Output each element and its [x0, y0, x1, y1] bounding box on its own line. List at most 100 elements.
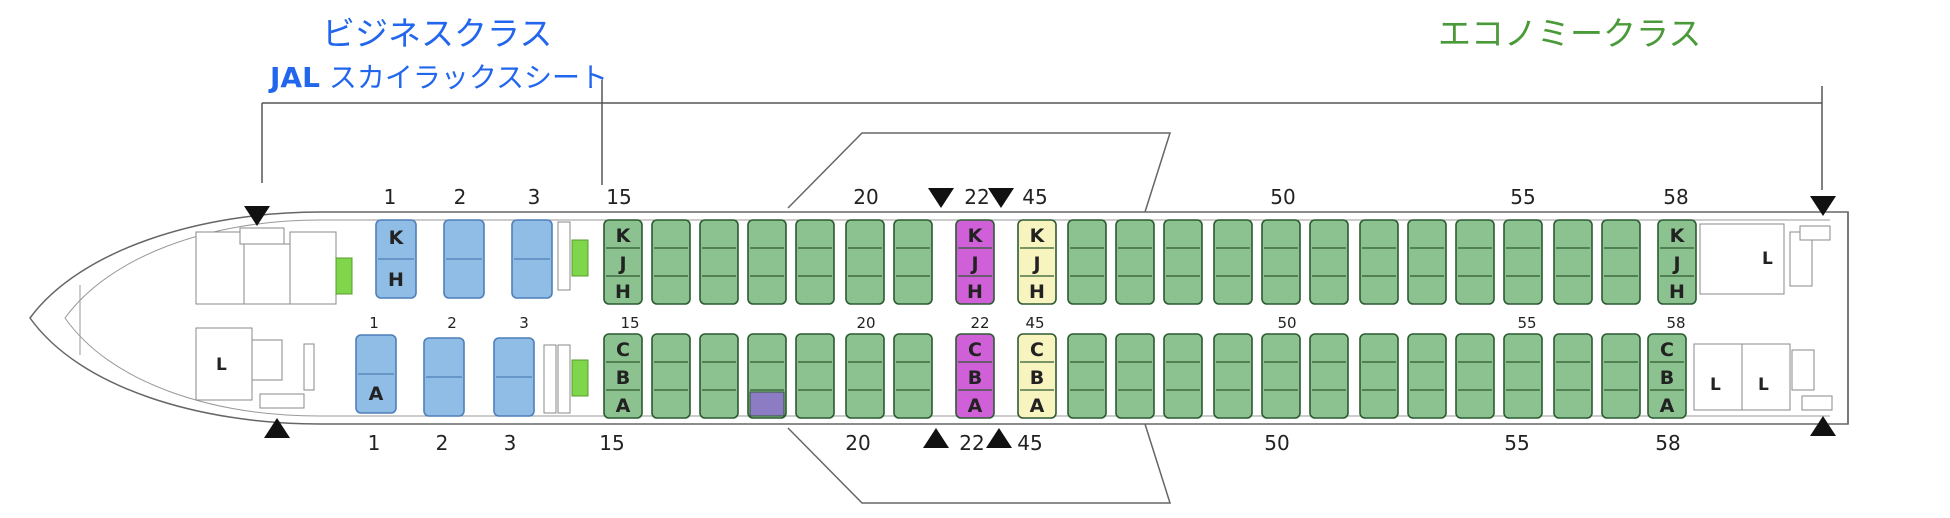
door-arrow-overwing-lower-2: [986, 428, 1012, 448]
row-number-mid-55: 55: [1517, 314, 1536, 332]
row-number-mid-20: 20: [856, 314, 875, 332]
business-seat-letter-k: K: [389, 227, 405, 249]
economy-seat-lower-4[interactable]: [795, 333, 835, 419]
economy-seat-letter-c-7: C: [968, 339, 982, 361]
row-number-bottom-50: 50: [1264, 431, 1289, 455]
economy-seat-lower-10[interactable]: [1115, 333, 1155, 419]
economy-seat-letter-b-7: B: [968, 367, 982, 389]
row-number-top-2: 2: [454, 185, 467, 209]
economy-seat-lower-2[interactable]: [699, 333, 739, 419]
row-number-top-3: 3: [528, 185, 541, 209]
row-number-bottom-20: 20: [845, 431, 870, 455]
row-number-top-45: 45: [1022, 185, 1047, 209]
economy-seat-upper-18[interactable]: [1503, 219, 1543, 305]
bulkhead-upper: [557, 221, 571, 291]
business-seat-product-name: スカイラックスシート: [328, 61, 609, 94]
economy-seat-upper-5[interactable]: [845, 219, 885, 305]
economy-seat-upper-4[interactable]: [795, 219, 835, 305]
economy-seat-lower-8[interactable]: [1017, 333, 1057, 419]
economy-seat-upper-7[interactable]: [955, 219, 995, 305]
row-number-mid-50: 50: [1277, 314, 1296, 332]
economy-seat-upper-21[interactable]: [1657, 219, 1697, 305]
economy-seat-upper-13[interactable]: [1261, 219, 1301, 305]
row-number-top-1: 1: [384, 185, 397, 209]
economy-seat-upper-15[interactable]: [1359, 219, 1399, 305]
row-number-mid-2: 2: [447, 314, 457, 332]
lavatory-label-rear-lower-2: L: [1758, 375, 1769, 395]
business-seat-letter-h: H: [388, 269, 404, 291]
economy-seat-lower-14[interactable]: [1309, 333, 1349, 419]
economy-seat-letter-h-8: H: [1029, 281, 1045, 303]
row-number-top-55: 55: [1510, 185, 1535, 209]
economy-seat-lower-6[interactable]: [893, 333, 933, 419]
economy-seat-upper-0[interactable]: [603, 219, 643, 305]
economy-seat-upper-1[interactable]: [651, 219, 691, 305]
economy-seat-letter-k-21: K: [1670, 225, 1686, 247]
row-number-bottom-3: 3: [504, 431, 517, 455]
economy-seat-letter-b-8: B: [1030, 367, 1044, 389]
economy-seat-lower-17[interactable]: [1455, 333, 1495, 419]
economy-seat-upper-19[interactable]: [1553, 219, 1593, 305]
economy-seat-lower-0[interactable]: [603, 333, 643, 419]
economy-seat-lower-15[interactable]: [1359, 333, 1399, 419]
economy-seat-lower-18[interactable]: [1503, 333, 1543, 419]
row-number-bottom-22: 22: [959, 431, 984, 455]
bulkhead-lower: [543, 344, 557, 414]
bottom-row-numbers: 1 2 3 15 20 22 45 50 55 58: [368, 431, 1681, 455]
economy-seat-upper-2[interactable]: [699, 219, 739, 305]
economy-seat-upper-16[interactable]: [1407, 219, 1447, 305]
economy-seat-upper-8[interactable]: [1017, 219, 1057, 305]
economy-seat-letter-j-21: J: [1671, 253, 1680, 275]
economy-seat-upper-14[interactable]: [1309, 219, 1349, 305]
economy-seat-letter-j-7: J: [969, 253, 978, 275]
economy-seat-lower-21[interactable]: [1647, 333, 1687, 419]
economy-seat-upper-11[interactable]: [1163, 219, 1203, 305]
economy-seat-upper-10[interactable]: [1115, 219, 1155, 305]
economy-seat-letter-k-8: K: [1030, 225, 1046, 247]
middle-row-numbers: 1 2 3 15 20 22 45 50 55 58: [369, 314, 1685, 332]
economy-seat-upper-20[interactable]: [1601, 219, 1641, 305]
economy-seat-letter-h-0: H: [615, 281, 631, 303]
row-number-top-22: 22: [964, 185, 989, 209]
economy-seat-letter-b-21: B: [1660, 367, 1674, 389]
row-number-bottom-45: 45: [1017, 431, 1042, 455]
row-number-mid-15: 15: [620, 314, 639, 332]
economy-seat-upper-3[interactable]: [747, 219, 787, 305]
closet-row3-upper: [571, 239, 589, 277]
economy-seat-letter-a-7: A: [968, 395, 983, 417]
economy-seat-letter-k-0: K: [616, 225, 632, 247]
economy-seat-letter-a-8: A: [1030, 395, 1045, 417]
economy-seat-upper-17[interactable]: [1455, 219, 1495, 305]
front-galley: [195, 227, 337, 409]
business-seat-letter-a: A: [369, 383, 384, 405]
economy-seat-lower-7[interactable]: [955, 333, 995, 419]
rear-galley: [1693, 223, 1833, 411]
lavatory-label-rear-lower-1: L: [1710, 375, 1721, 395]
economy-seat-lower-5[interactable]: [845, 333, 885, 419]
business-class-bracket: [261, 80, 603, 185]
special-seat-purple[interactable]: [749, 391, 785, 417]
top-row-numbers: 1 2 3 15 20 22 45 50 55 58: [384, 185, 1689, 209]
rear-lavatory-labels: L L L: [1710, 249, 1773, 395]
economy-seat-letter-a-0: A: [616, 395, 631, 417]
economy-class-bracket: [602, 86, 1823, 190]
economy-class-title: エコノミークラス: [1438, 14, 1702, 53]
economy-seat-upper-12[interactable]: [1213, 219, 1253, 305]
business-class-title: ビジネスクラス: [322, 14, 553, 53]
door-arrow-overwing-lower-1: [923, 428, 949, 448]
economy-seat-upper-6[interactable]: [893, 219, 933, 305]
economy-seat-lower-20[interactable]: [1601, 333, 1641, 419]
economy-seat-lower-19[interactable]: [1553, 333, 1593, 419]
economy-seat-lower-1[interactable]: [651, 333, 691, 419]
economy-seat-lower-13[interactable]: [1261, 333, 1301, 419]
economy-seat-letter-c-8: C: [1030, 339, 1044, 361]
economy-seat-upper-9[interactable]: [1067, 219, 1107, 305]
economy-seat-lower-11[interactable]: [1163, 333, 1203, 419]
wing-upper: [787, 132, 1172, 213]
economy-seat-lower-16[interactable]: [1407, 333, 1447, 419]
economy-seat-lower-12[interactable]: [1213, 333, 1253, 419]
economy-seat-lower-9[interactable]: [1067, 333, 1107, 419]
row-number-bottom-15: 15: [599, 431, 624, 455]
row-number-top-58: 58: [1663, 185, 1688, 209]
